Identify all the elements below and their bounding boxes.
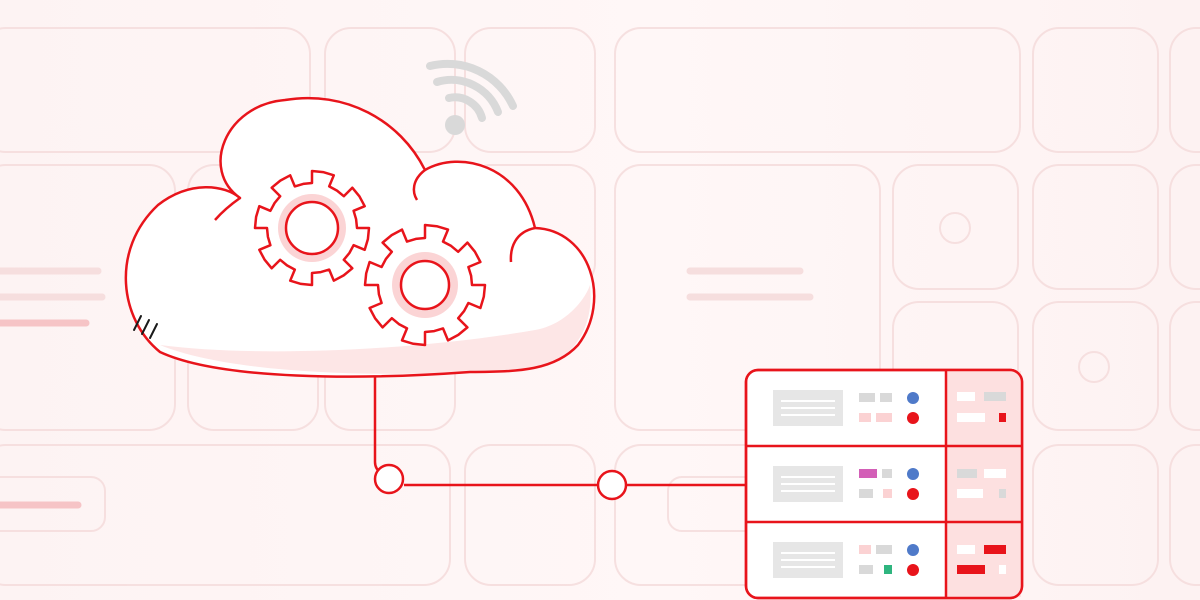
sketch-marks xyxy=(133,315,158,339)
background-lines xyxy=(0,267,814,509)
status-led-red xyxy=(907,412,919,424)
gear-icon xyxy=(363,223,487,347)
status-led-red xyxy=(907,488,919,500)
gear-icon xyxy=(253,169,371,287)
network-cable xyxy=(373,370,748,487)
status-led-blue xyxy=(907,392,919,404)
status-led-red xyxy=(907,564,919,576)
wifi-icon xyxy=(426,59,517,135)
cable-node xyxy=(596,469,628,501)
status-led-blue xyxy=(907,544,919,556)
server-unit xyxy=(773,390,1006,426)
server-unit xyxy=(773,466,1006,502)
background-grid xyxy=(0,27,1200,586)
cable-node xyxy=(373,463,405,495)
server-rack-icon xyxy=(744,368,1024,600)
status-led-blue xyxy=(907,468,919,480)
server-unit xyxy=(773,542,1006,578)
gear-group xyxy=(253,169,487,347)
